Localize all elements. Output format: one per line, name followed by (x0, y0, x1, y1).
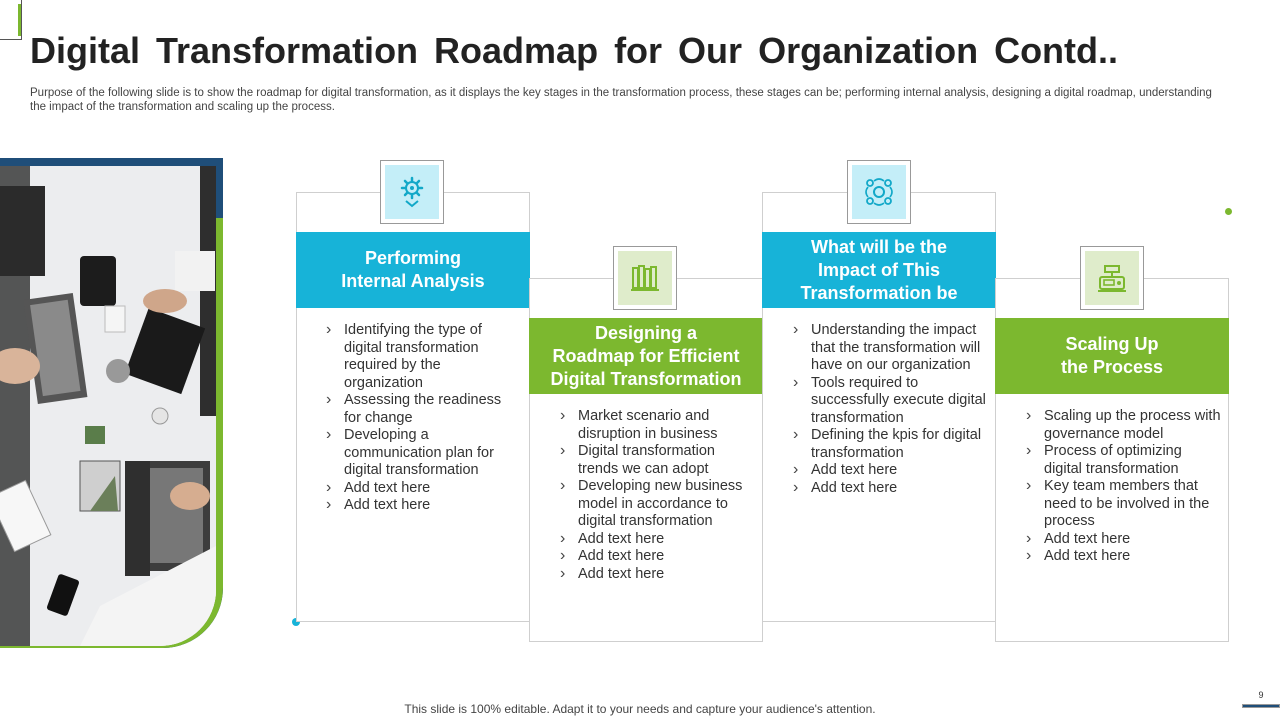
process-cycle-icon (865, 178, 893, 206)
list-item: Identifying the type of digital transfor… (326, 321, 521, 392)
stage-points-list: Understanding the impact that the transf… (793, 321, 988, 498)
list-item: Tools required to successfully execute d… (793, 374, 988, 428)
books-icon (631, 265, 659, 291)
stage-title-line: Internal Analysis (341, 271, 485, 291)
stage-title-banner: Scaling Up the Process (995, 318, 1229, 394)
corner-accent (0, 0, 22, 40)
stage-title-line: Transformation be (800, 282, 958, 303)
stage-title-line: Designing a (594, 322, 697, 343)
page-number-bar (1242, 704, 1280, 708)
list-item: Add text here (560, 565, 755, 584)
meeting-photo-illustration (0, 166, 216, 646)
list-item: Scaling up the process with governance m… (1026, 407, 1221, 443)
list-item: Add text here (793, 461, 988, 480)
list-item: Defining the kpis for digital transforma… (793, 426, 988, 462)
photo-frame (0, 158, 223, 648)
stage-title-line: What will be the (810, 236, 947, 257)
stage-title-banner: Designing a Roadmap for Efficient Digita… (529, 318, 763, 394)
slide-subtitle: Purpose of the following slide is to sho… (30, 87, 1212, 113)
weighing-scale-icon (1098, 265, 1126, 292)
stage-title-line: the Process (1060, 357, 1164, 377)
slide-footer: This slide is 100% editable. Adapt it to… (404, 702, 876, 716)
slide-title: Digital Transformation Roadmap for Our O… (30, 30, 1119, 71)
list-item: Digital transformation trends we can ado… (560, 442, 755, 478)
timeline-end-dot (1225, 208, 1232, 215)
stage-icon-box (380, 160, 444, 224)
list-item: Add text here (326, 496, 521, 515)
stage-points-list: Market scenario and disruption in busine… (560, 407, 755, 584)
page-number: 9 (1258, 690, 1264, 700)
stage-title-banner: Performing Internal Analysis (296, 232, 530, 308)
list-item: Developing a communication plan for digi… (326, 426, 521, 480)
list-item: Understanding the impact that the transf… (793, 321, 988, 375)
list-item: Add text here (560, 547, 755, 566)
stage-icon-box (847, 160, 911, 224)
list-item: Add text here (326, 479, 521, 498)
timeline-start-dot (292, 618, 300, 626)
stage-title-line: Digital Transformation (550, 368, 742, 389)
stage-title-line: Roadmap for Efficient (552, 345, 740, 366)
stage-title-line: Performing (364, 248, 461, 268)
stage-title-line: Scaling Up (1065, 334, 1159, 354)
list-item: Add text here (1026, 547, 1221, 566)
list-item: Developing new business model in accorda… (560, 477, 755, 531)
list-item: Add text here (1026, 530, 1221, 549)
stage-title-line: Impact of This (817, 259, 940, 280)
meeting-photo (0, 166, 216, 646)
stage-points-list: Identifying the type of digital transfor… (326, 321, 521, 515)
list-item: Assessing the readiness for change (326, 391, 521, 427)
stage-icon-box (1080, 246, 1144, 310)
gear-settings-icon (400, 176, 424, 208)
list-item: Key team members that need to be involve… (1026, 477, 1221, 531)
stage-icon-box (613, 246, 677, 310)
list-item: Process of optimizing digital transforma… (1026, 442, 1221, 478)
stage-points-list: Scaling up the process with governance m… (1026, 407, 1221, 566)
list-item: Market scenario and disruption in busine… (560, 407, 755, 443)
list-item: Add text here (793, 479, 988, 498)
stage-title-banner: What will be the Impact of This Transfor… (762, 232, 996, 308)
list-item: Add text here (560, 530, 755, 549)
